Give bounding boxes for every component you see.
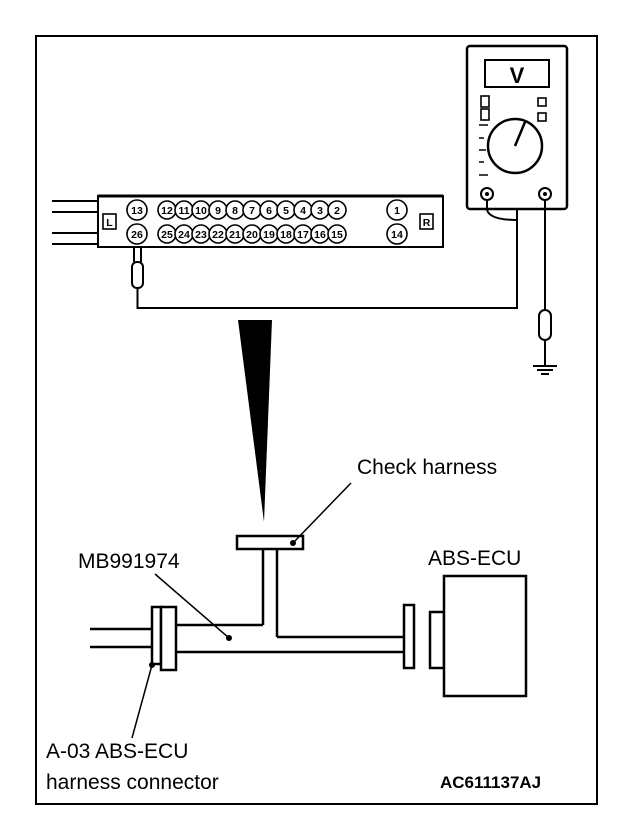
connector-left-marker-text: L bbox=[106, 217, 113, 229]
pin-23: 23 bbox=[195, 229, 207, 241]
pin-9: 9 bbox=[215, 205, 221, 217]
pin-20: 20 bbox=[246, 229, 258, 241]
zoom-wedge bbox=[238, 320, 272, 522]
connector-right-marker bbox=[419, 213, 434, 230]
abs-ecu bbox=[428, 574, 528, 698]
pin-21: 21 bbox=[229, 229, 241, 241]
tool-number-label: MB991974 bbox=[78, 550, 180, 573]
pin-25: 25 bbox=[161, 229, 173, 241]
pin-13: 13 bbox=[131, 205, 143, 217]
harness-connector-label-line2: harness connector bbox=[46, 771, 219, 794]
connector-right-marker-text: R bbox=[423, 217, 431, 229]
ground-probe bbox=[538, 200, 552, 366]
pin-26-circle bbox=[126, 223, 148, 245]
pin-12: 12 bbox=[161, 205, 173, 217]
pin-24: 24 bbox=[178, 229, 190, 241]
pin-7: 7 bbox=[249, 205, 255, 217]
pin-8: 8 bbox=[232, 205, 238, 217]
tool-leader bbox=[154, 573, 230, 639]
pin-1: 1 bbox=[394, 205, 400, 217]
pin-18: 18 bbox=[280, 229, 292, 241]
pin-19: 19 bbox=[263, 229, 275, 241]
test-probe bbox=[131, 196, 518, 309]
connector-leads bbox=[52, 200, 100, 245]
pin-13-circle bbox=[126, 199, 148, 221]
pin-17: 17 bbox=[297, 229, 309, 241]
pin-1-circle bbox=[386, 199, 408, 221]
figure-code: AC611137AJ bbox=[440, 773, 542, 792]
pin-2-circle bbox=[327, 200, 347, 220]
main-harness bbox=[90, 603, 416, 672]
check-harness-label: Check harness bbox=[357, 456, 498, 479]
check-harness bbox=[235, 534, 305, 637]
pin-26: 26 bbox=[131, 229, 143, 241]
pin-3: 3 bbox=[317, 205, 323, 217]
pin-14: 14 bbox=[391, 229, 403, 241]
pin-10: 10 bbox=[195, 205, 207, 217]
pin-11: 11 bbox=[178, 205, 189, 217]
pin-16: 16 bbox=[314, 229, 326, 241]
abs-ecu-label: ABS-ECU bbox=[428, 547, 522, 570]
pin-15: 15 bbox=[331, 229, 343, 241]
check-harness-leader bbox=[292, 482, 352, 544]
harness-connector-label-line1: A-03 ABS-ECU bbox=[46, 740, 189, 763]
ground-symbol bbox=[533, 365, 557, 375]
connector-left-marker bbox=[102, 213, 117, 230]
pin-5: 5 bbox=[283, 205, 289, 217]
pin-6: 6 bbox=[266, 205, 272, 217]
pin-2: 2 bbox=[334, 205, 340, 217]
harness-connector-leader bbox=[131, 664, 153, 739]
figure-frame bbox=[35, 35, 598, 805]
pin-22: 22 bbox=[212, 229, 224, 241]
voltmeter-display-text: V bbox=[510, 63, 525, 88]
pin-15-circle bbox=[327, 224, 347, 244]
voltmeter bbox=[465, 44, 569, 226]
pin-14-circle bbox=[386, 223, 408, 245]
pin-4: 4 bbox=[300, 205, 306, 217]
